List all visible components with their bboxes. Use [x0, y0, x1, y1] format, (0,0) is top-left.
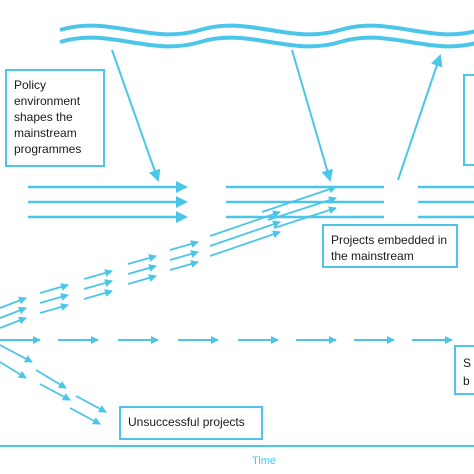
rising-project-arrows [0, 185, 337, 329]
unsuccessful-projects-box: Unsuccessful projects [119, 406, 263, 440]
descending-project-arrows [0, 344, 107, 425]
policy-environment-box: Policy environment shapes the mainstream… [5, 69, 105, 167]
policy-influence-arrows [111, 49, 443, 182]
right-edge-text-2: b [463, 374, 470, 388]
right-edge-box-top [463, 74, 474, 166]
mainstream-lines [28, 181, 474, 223]
policy-environment-wave [59, 23, 474, 49]
policy-environment-label: Policy environment shapes the mainstream… [14, 78, 82, 156]
unsuccessful-projects-label: Unsuccessful projects [128, 415, 245, 429]
embedded-projects-box: Projects embedded in the mainstream [322, 224, 458, 268]
time-axis-label: Time [252, 455, 277, 467]
right-edge-box-bottom: S b [454, 345, 474, 395]
embedded-projects-label: Projects embedded in the mainstream [331, 233, 448, 263]
right-edge-text-1: S [463, 356, 472, 370]
